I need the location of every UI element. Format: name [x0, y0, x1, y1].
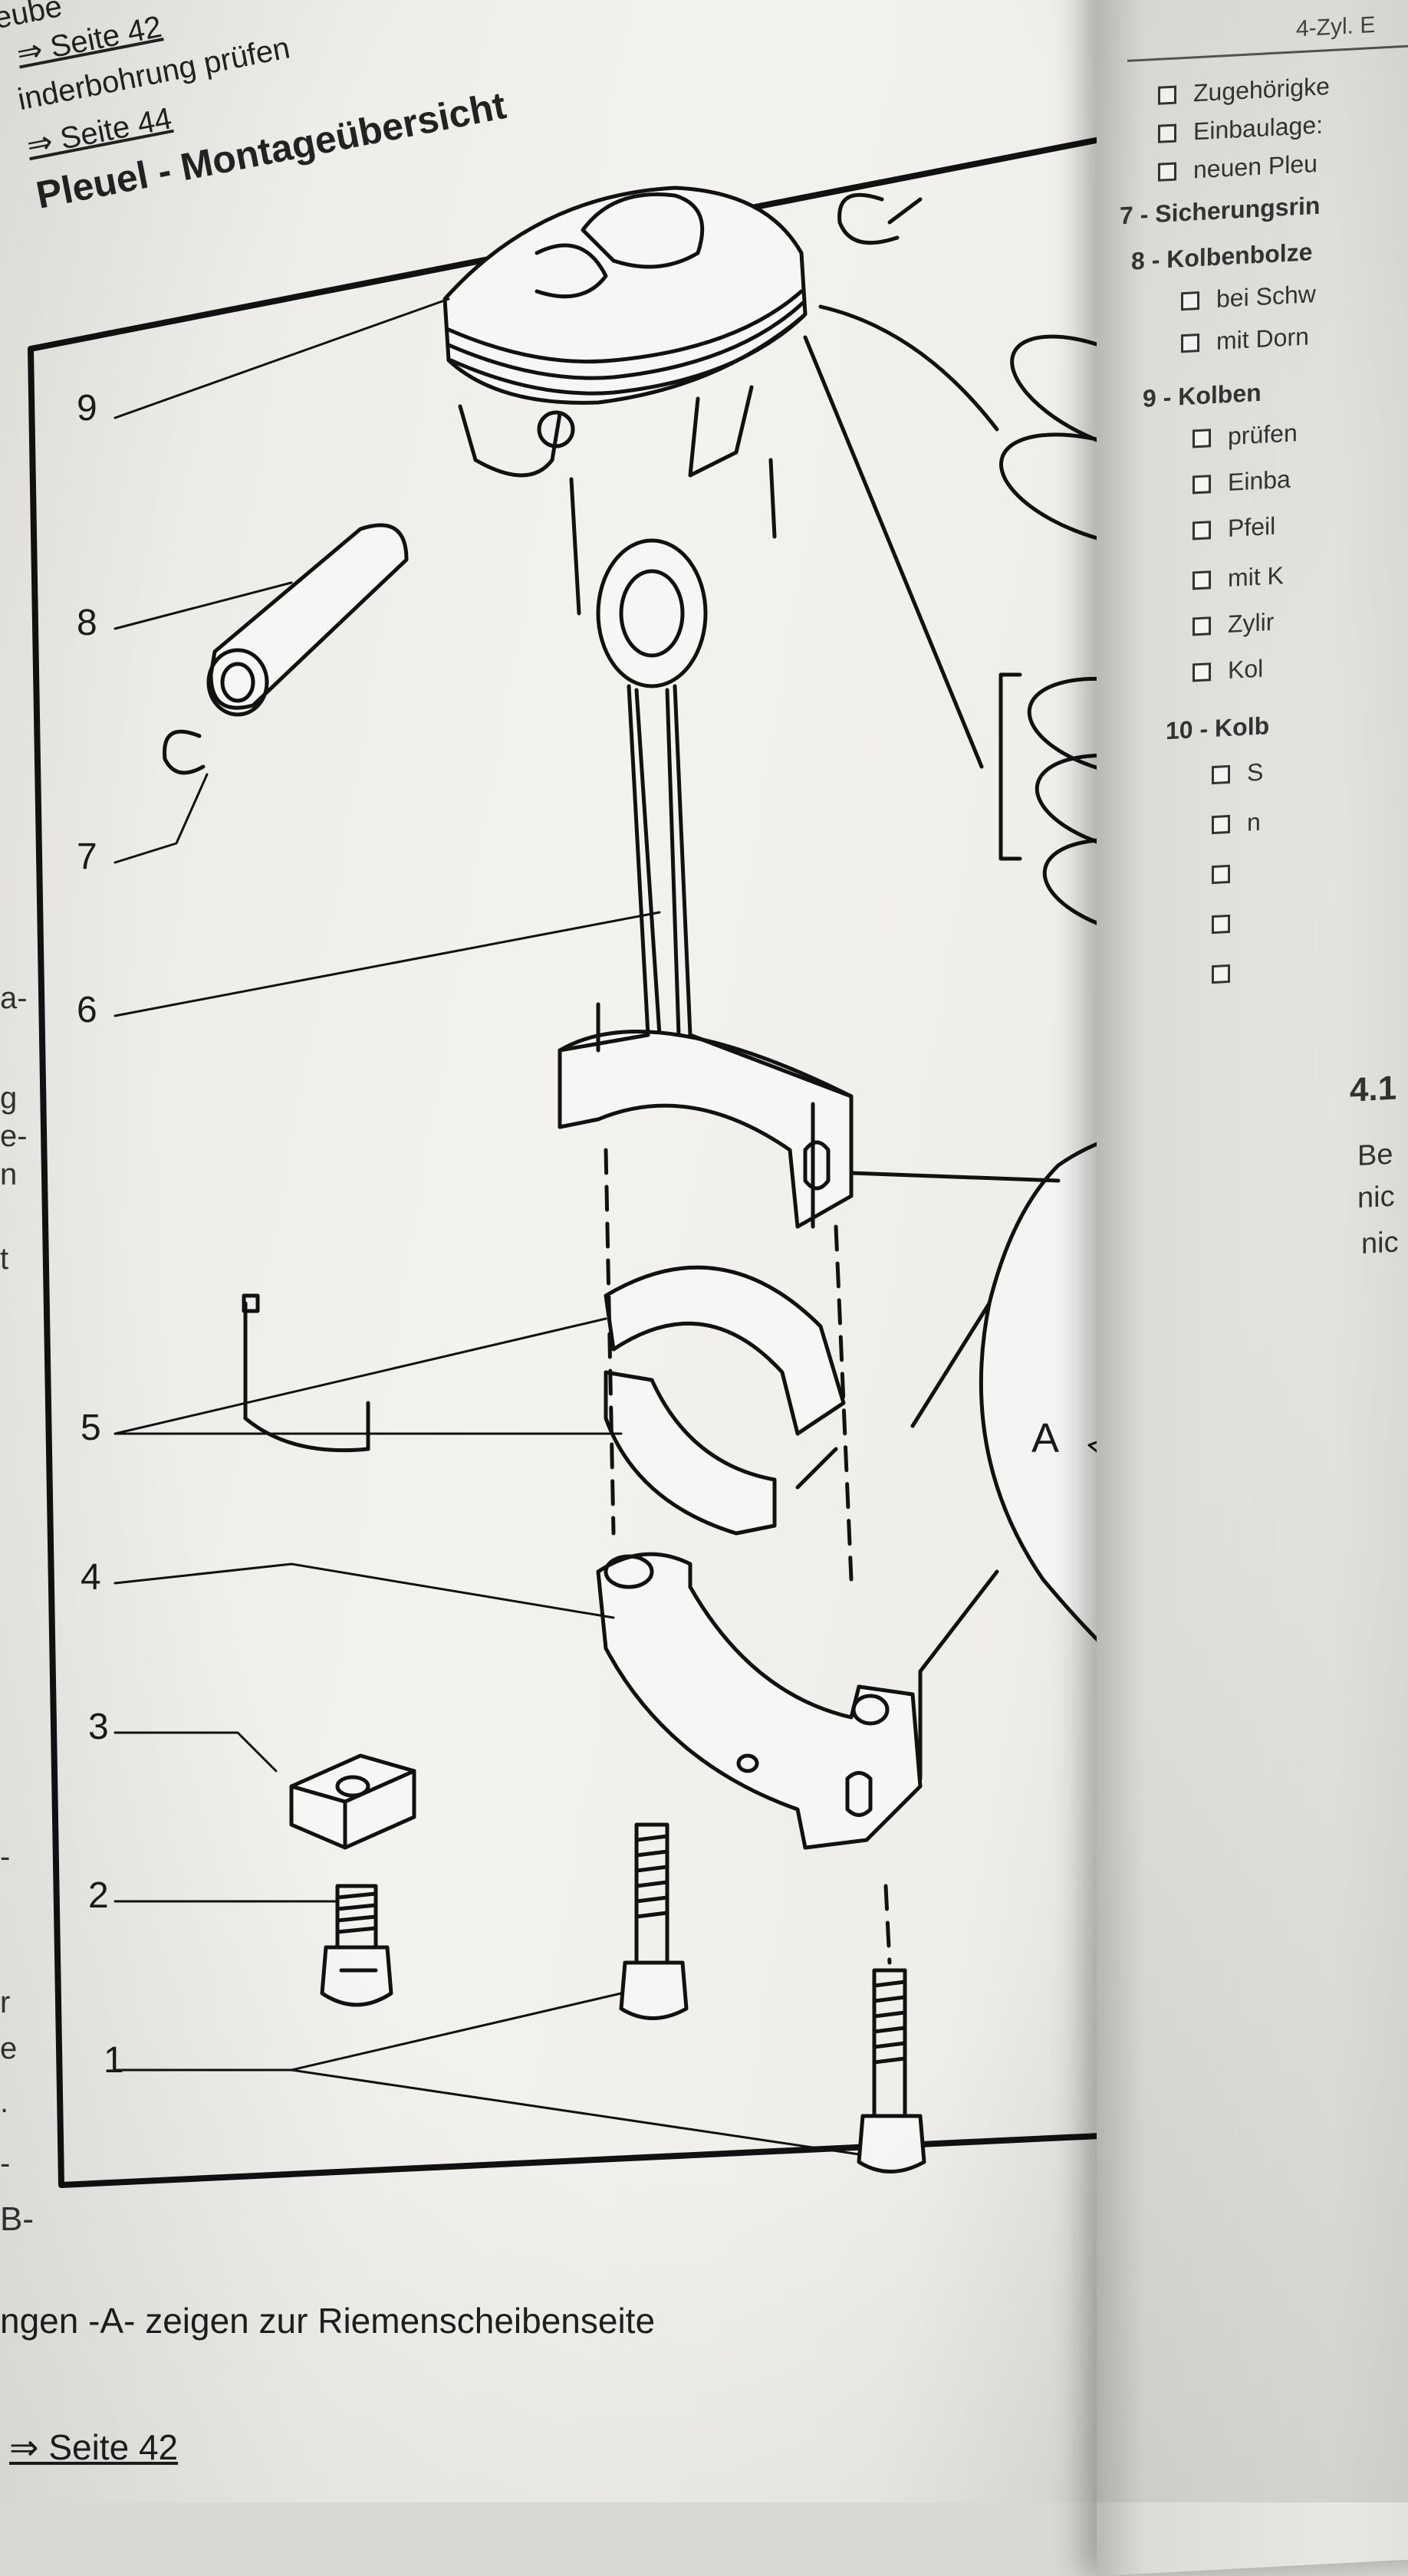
right-list-item: S — [1212, 758, 1263, 790]
right-list-item: bei Schw — [1181, 280, 1316, 315]
callout-2: 2 — [88, 1875, 109, 1916]
right-list-heading: 8 - Kolbenbolze — [1131, 238, 1313, 275]
callout-leaders — [113, 297, 1196, 2156]
checkbox-icon — [1193, 662, 1211, 682]
margin-fragment: r — [0, 1986, 11, 2019]
checkbox-icon — [1181, 291, 1199, 311]
callout-4: 4 — [81, 1557, 101, 1598]
right-list-heading: 10 - Kolb — [1166, 711, 1270, 745]
checkbox-icon — [1212, 964, 1230, 984]
checkbox-icon — [1193, 429, 1211, 449]
margin-fragment: e — [0, 2032, 18, 2065]
margin-fragment: - — [0, 2147, 11, 2180]
section-number: 4.1 — [1350, 1069, 1397, 1109]
margin-fragment: . — [0, 2085, 9, 2119]
callout-5: 5 — [81, 1408, 101, 1448]
checkbox-icon — [1212, 764, 1230, 785]
bearing-shells — [604, 1265, 846, 1536]
checkbox-icon — [1193, 570, 1211, 590]
checkbox-icon — [1193, 616, 1211, 636]
circlip-right — [837, 192, 900, 245]
callout-6: 6 — [77, 990, 97, 1030]
right-list-item: Einba — [1193, 465, 1291, 499]
checkbox-icon — [1158, 85, 1176, 105]
link-seite-42-bottom[interactable]: ⇒ Seite 42 — [9, 2427, 179, 2467]
callout-A: A — [1031, 1415, 1060, 1461]
callout-8: 8 — [77, 603, 97, 643]
connecting-rod — [558, 538, 854, 1229]
section-text-line: nic — [1357, 1180, 1395, 1215]
callout-1: 1 — [104, 2040, 124, 2081]
left-page: eube ⇒ Seite 42 inderbohrung prüfen ⇒ Se… — [0, 0, 1196, 2502]
margin-fragment: B- — [0, 2200, 34, 2238]
checkbox-icon — [1212, 864, 1230, 885]
right-list-item: Einbaulage: — [1158, 111, 1323, 148]
connecting-rod-assembly-diagram — [28, 131, 1196, 2188]
piston — [442, 186, 808, 616]
margin-fragment: a- — [0, 981, 28, 1015]
callout-9: 9 — [77, 388, 97, 429]
right-list-item — [1212, 859, 1247, 889]
small-screw — [320, 1884, 393, 2007]
checkbox-icon — [1158, 162, 1176, 182]
right-list-item: Pfeil — [1193, 512, 1275, 545]
right-list-heading: 9 - Kolben — [1143, 378, 1262, 412]
right-page: 4-Zyl. E Zugehörigke Einbaulage: neuen P… — [1097, 0, 1408, 2576]
callout-7: 7 — [77, 836, 97, 877]
margin-fragment: t — [0, 1242, 9, 1276]
right-list-item — [1212, 909, 1247, 938]
callout-3: 3 — [88, 1707, 109, 1747]
right-list-item: Kol — [1193, 655, 1263, 687]
rod-cap — [596, 1552, 923, 1850]
margin-fragment: e- — [0, 1119, 28, 1153]
checkbox-icon — [1193, 521, 1211, 540]
right-list-item: mit K — [1193, 561, 1284, 594]
right-list-item: neuen Pleu — [1158, 150, 1318, 186]
right-list-item — [1212, 958, 1247, 988]
right-list-item: mit Dorn — [1181, 322, 1309, 357]
piston-pin — [206, 523, 409, 717]
right-header-rule — [1127, 39, 1408, 62]
right-list-heading: 7 - Sicherungsrin — [1120, 191, 1321, 230]
margin-fragment: - — [0, 1840, 11, 1874]
section-text-line: Be — [1357, 1138, 1393, 1173]
right-list-item: n — [1212, 808, 1261, 839]
checkbox-icon — [1181, 333, 1199, 353]
checkbox-icon — [1158, 123, 1176, 143]
locating-block — [242, 1293, 416, 1850]
margin-fragment: g — [0, 1081, 18, 1115]
figure-caption: ngen -A- zeigen zur Riemenscheibenseite — [0, 2301, 656, 2341]
margin-fragment: n — [0, 1158, 18, 1191]
right-list-item: Zylir — [1193, 608, 1274, 641]
right-page-header: 4-Zyl. E — [1296, 12, 1376, 42]
right-list-item: prüfen — [1193, 419, 1298, 452]
checkbox-icon — [1193, 475, 1211, 495]
section-text-line: nic — [1361, 1226, 1399, 1260]
right-list-item: Zugehörigke — [1158, 72, 1330, 110]
rod-bolt-right — [857, 1884, 926, 2174]
checkbox-icon — [1212, 814, 1230, 835]
rod-bolt-left — [619, 1822, 689, 2020]
circlip-left — [163, 729, 206, 775]
checkbox-icon — [1212, 914, 1230, 935]
